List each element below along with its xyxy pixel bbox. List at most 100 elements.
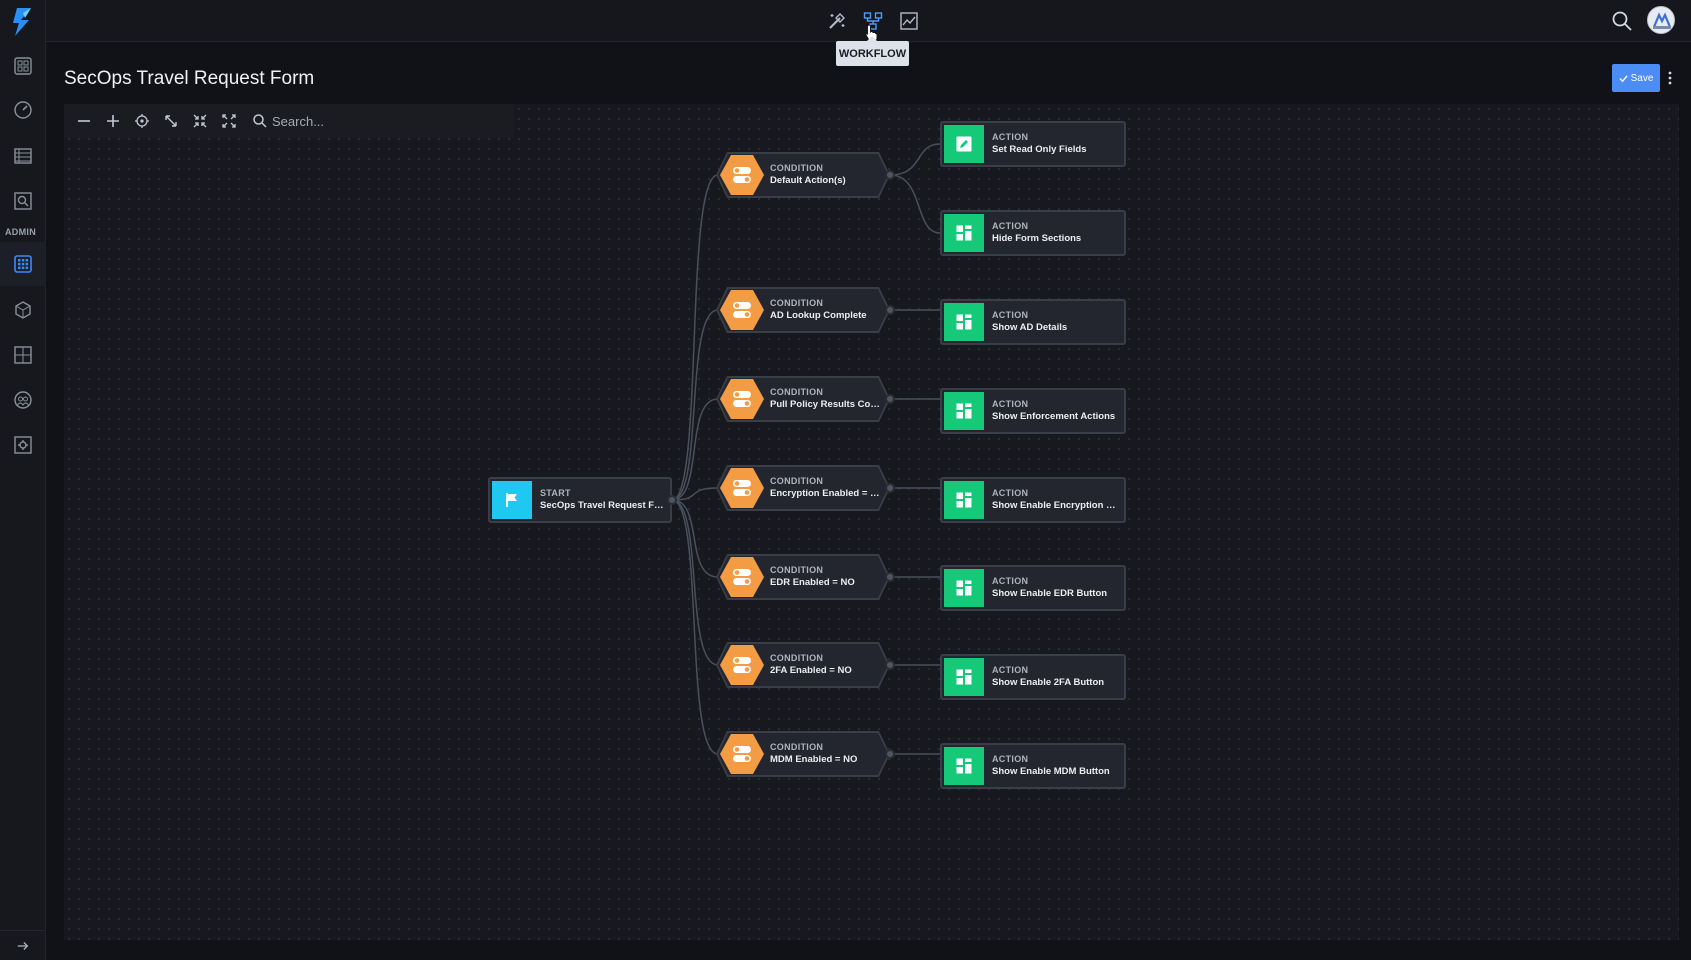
page-title: SecOps Travel Request Form (64, 68, 315, 89)
condition-output-port[interactable] (885, 572, 895, 582)
node-label: EDR Enabled = NO (770, 577, 855, 588)
sidebar-item-assets[interactable] (0, 288, 46, 332)
save-button[interactable]: Save (1612, 64, 1660, 92)
center-view-button[interactable] (132, 111, 152, 131)
start-to-condition-wire (671, 309, 719, 501)
action-node[interactable]: ACTION Show Enforcement Actions (940, 388, 1126, 434)
layout-icon (944, 214, 984, 252)
zoom-in-button[interactable] (103, 111, 123, 131)
condition-to-action-wire (889, 143, 941, 176)
condition-node[interactable]: CONDITION Default Action(s) (716, 152, 890, 198)
condition-output-port[interactable] (885, 305, 895, 315)
node-kind: ACTION (992, 310, 1029, 320)
node-kind: CONDITION (770, 163, 824, 173)
plus-icon (107, 115, 119, 127)
condition-output-port[interactable] (885, 660, 895, 670)
node-kind: CONDITION (770, 387, 824, 397)
action-node[interactable]: ACTION Show AD Details (940, 299, 1126, 345)
sidebar-item-search[interactable] (0, 179, 46, 223)
save-button-label: Save (1630, 72, 1654, 84)
sidebar-item-applications[interactable] (0, 242, 46, 286)
zoom-out-button[interactable] (74, 111, 94, 131)
sidebar-item-settings[interactable] (0, 423, 46, 467)
layout-icon (944, 747, 984, 785)
kebab-menu-icon (1668, 71, 1672, 85)
settings-icon (14, 436, 32, 454)
target-icon (135, 114, 149, 128)
sidebar-item-layouts[interactable] (0, 333, 46, 377)
collapse-button[interactable] (190, 111, 210, 131)
resize-diagonal-icon (165, 115, 177, 127)
condition-output-port[interactable] (885, 394, 895, 404)
node-kind: ACTION (992, 399, 1029, 409)
node-label: SecOps Travel Request For... (540, 500, 666, 511)
start-to-condition-wire (671, 398, 719, 501)
dashboard-grid-icon (14, 57, 32, 75)
node-kind: ACTION (992, 576, 1029, 586)
condition-output-port[interactable] (885, 170, 895, 180)
start-to-condition-wire (671, 174, 719, 501)
node-label: Show AD Details (992, 322, 1068, 333)
start-output-port[interactable] (667, 495, 677, 505)
condition-output-port[interactable] (885, 483, 895, 493)
chart-icon (900, 12, 918, 30)
check-icon (1618, 74, 1628, 82)
condition-node[interactable]: CONDITION Pull Policy Results Compl... (716, 376, 890, 422)
gauge-icon (14, 101, 32, 119)
start-to-condition-wire (671, 487, 719, 501)
layout-icon (944, 303, 984, 341)
connector-lines (671, 143, 941, 755)
node-label: Encryption Enabled = NO (770, 488, 880, 499)
condition-output-port[interactable] (885, 749, 895, 759)
user-avatar[interactable] (1647, 6, 1675, 34)
node-label: AD Lookup Complete (770, 310, 867, 321)
app-logo[interactable] (7, 5, 39, 39)
layout-icon (14, 346, 32, 364)
minus-icon (78, 120, 90, 122)
condition-node[interactable]: CONDITION 2FA Enabled = NO (716, 642, 890, 688)
sidebar-item-records[interactable] (0, 134, 46, 178)
expand-sidebar-button[interactable] (0, 930, 46, 960)
start-to-condition-wire (671, 499, 719, 578)
node-label: Show Enforcement Actions (992, 411, 1116, 422)
sidebar-item-dashboard[interactable] (0, 44, 46, 88)
node-kind: CONDITION (770, 565, 824, 575)
node-kind: START (540, 488, 571, 498)
start-to-condition-wire (671, 499, 719, 755)
node-kind: CONDITION (770, 742, 824, 752)
node-label: Pull Policy Results Compl... (770, 399, 880, 410)
more-options-button[interactable] (1664, 66, 1676, 90)
node-label: Default Action(s) (770, 175, 846, 186)
node-label: 2FA Enabled = NO (770, 665, 852, 676)
sidebar-item-users[interactable] (0, 378, 46, 422)
fit-diagonal-button[interactable] (161, 111, 181, 131)
collapse-arrows-icon (193, 114, 207, 128)
builder-tools-button[interactable] (824, 8, 850, 34)
reports-button[interactable] (896, 8, 922, 34)
layout-icon (944, 481, 984, 519)
workflow-canvas[interactable]: START SecOps Travel Request For... CONDI… (64, 104, 1679, 940)
global-search-icon[interactable] (1611, 10, 1633, 32)
start-node[interactable]: START SecOps Travel Request For... (488, 477, 672, 523)
condition-node[interactable]: CONDITION EDR Enabled = NO (716, 554, 890, 600)
fullscreen-button[interactable] (219, 111, 239, 131)
edit-icon (944, 125, 984, 163)
node-kind: ACTION (992, 221, 1029, 231)
node-kind: CONDITION (770, 653, 824, 663)
canvas-search-input[interactable] (272, 110, 502, 132)
sidebar-item-metrics[interactable] (0, 88, 46, 132)
node-kind: ACTION (992, 488, 1029, 498)
layout-icon (944, 392, 984, 430)
apps-grid-icon (14, 255, 32, 273)
node-label: Show Enable MDM Button (992, 766, 1110, 777)
